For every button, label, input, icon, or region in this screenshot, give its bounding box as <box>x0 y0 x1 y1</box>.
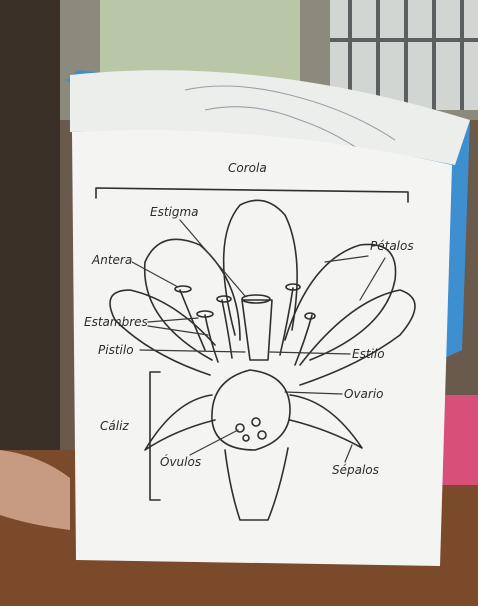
label-petalos: Pétalos <box>370 239 414 253</box>
label-pistilo: Pistilo <box>98 343 134 357</box>
label-sepalos: Sépalos <box>332 463 379 477</box>
label-ovulos: Óvulos <box>160 454 201 469</box>
label-estambres: Estambres <box>84 315 148 329</box>
label-corola: Corola <box>228 161 267 175</box>
label-caliz: Cáliz <box>100 419 129 433</box>
label-estilo: Estilo <box>352 347 385 361</box>
label-estigma: Estigma <box>150 205 199 219</box>
label-antera: Antera <box>91 253 132 267</box>
label-ovario: Ovario <box>344 387 384 401</box>
